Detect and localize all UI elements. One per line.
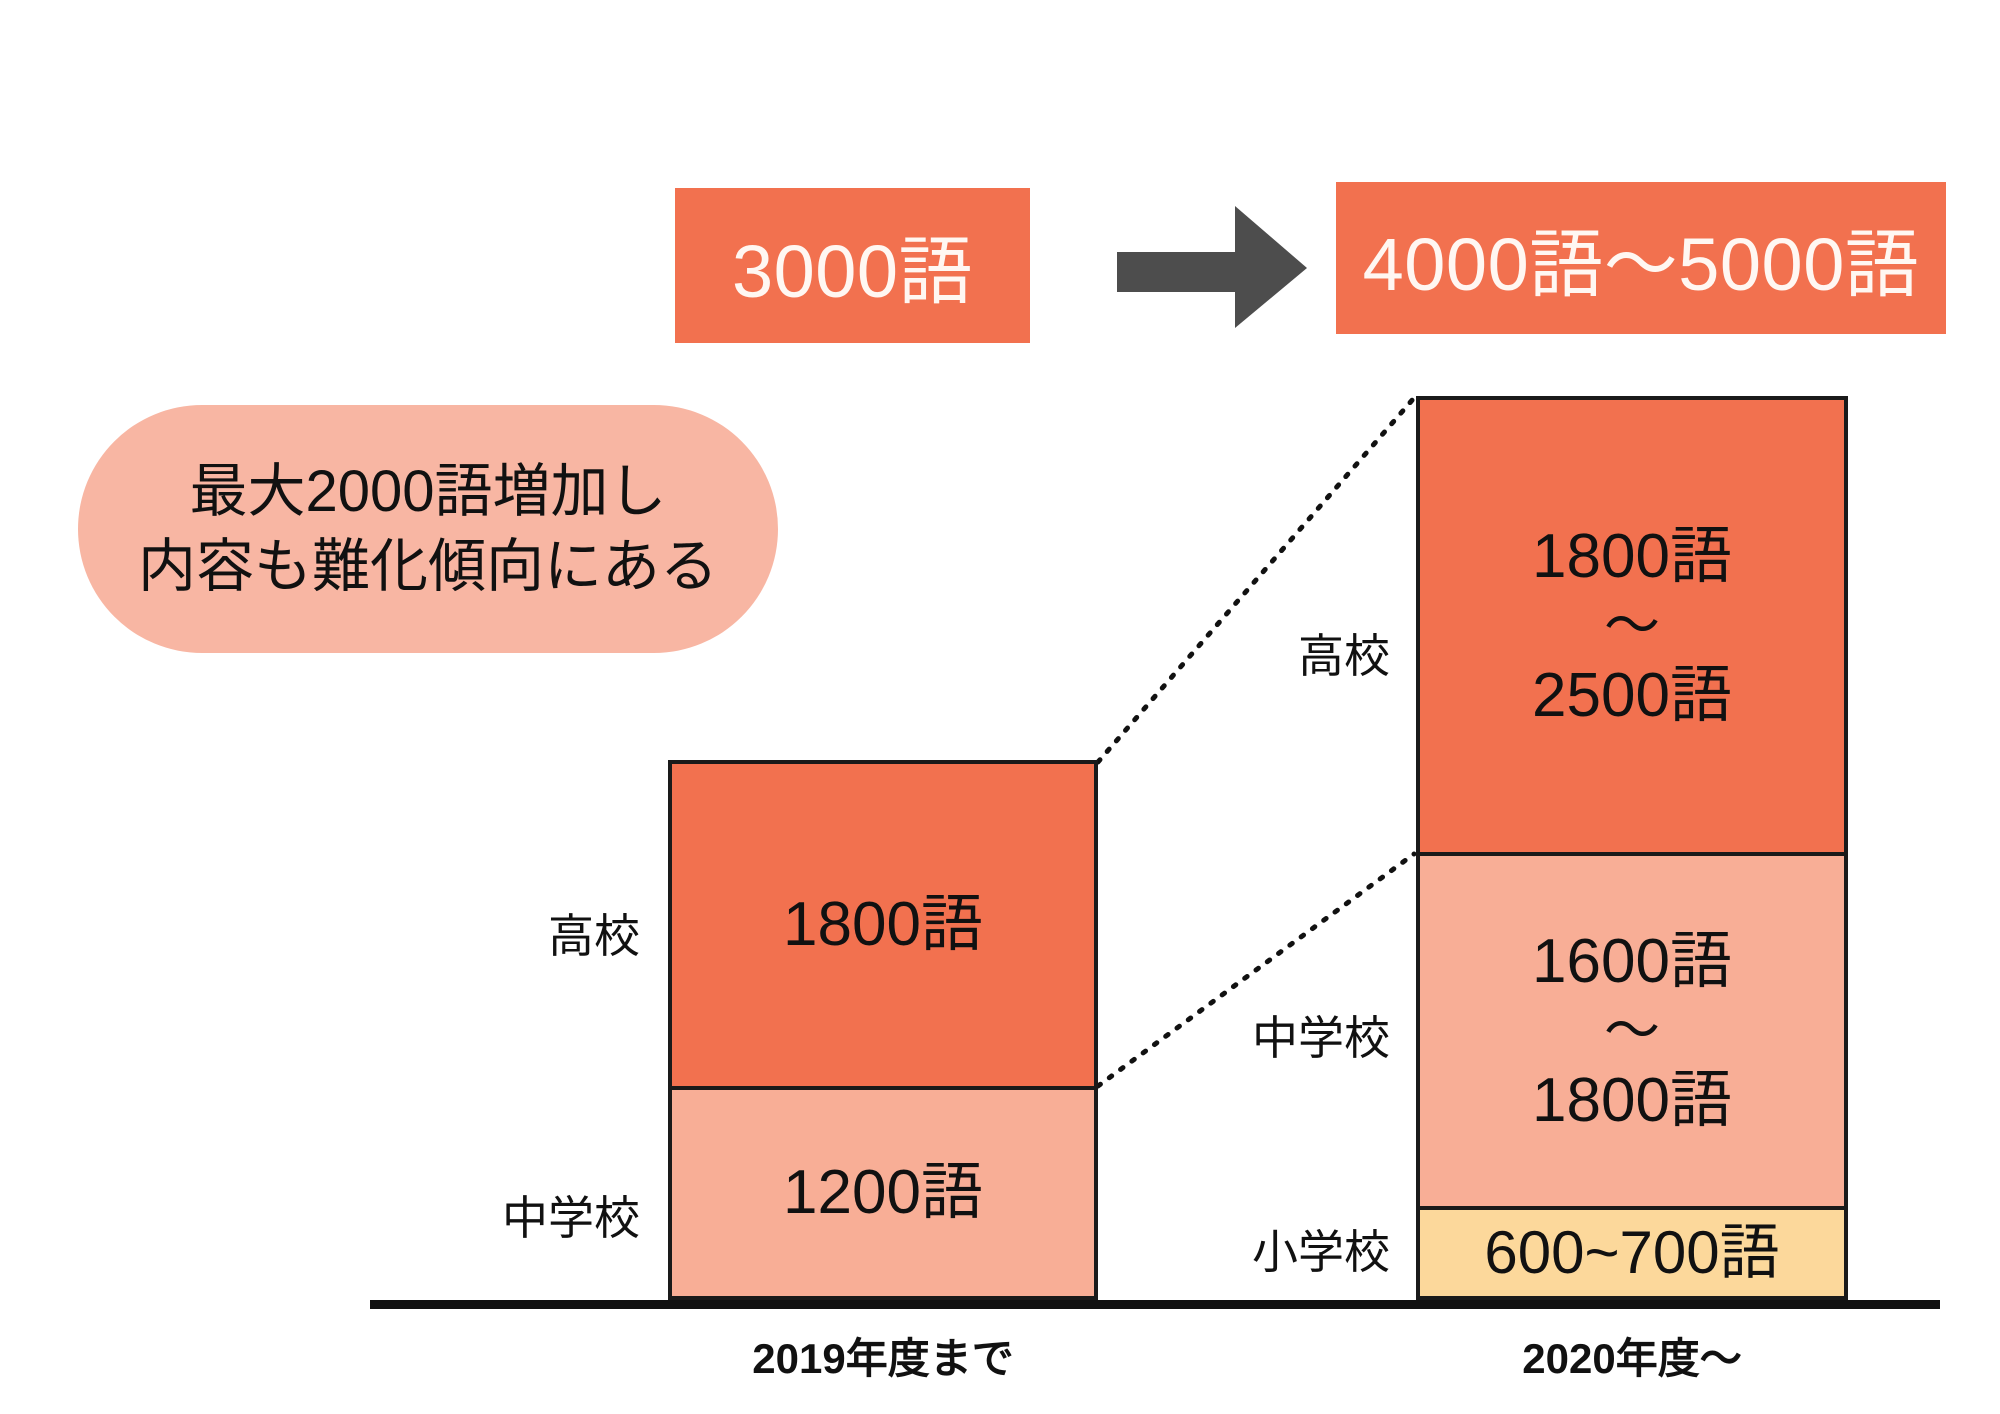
- total-after-banner: 4000語〜5000語: [1336, 182, 1946, 334]
- segment-value: 600~700語: [1484, 1218, 1780, 1286]
- axis-baseline: [370, 1300, 1940, 1309]
- bar-group-2019: 1800語 1200語: [668, 760, 1098, 1300]
- callout-bubble: 最大2000語増加し 内容も難化傾向にある: [78, 405, 778, 653]
- bar-segment-junior-high-2019: 1200語: [668, 1086, 1098, 1300]
- series-label-high-school-2019: 高校: [548, 910, 640, 962]
- segment-value: 1200語: [783, 1158, 983, 1228]
- bar-segment-junior-high-2020: 1600語 〜 1800語: [1416, 852, 1848, 1210]
- bar-segment-high-school-2019: 1800語: [668, 760, 1098, 1090]
- series-label-junior-high-2020: 中学校: [1252, 1012, 1390, 1064]
- segment-value: 1800語: [783, 890, 983, 960]
- series-label-elementary-2020: 小学校: [1252, 1226, 1390, 1278]
- callout-line-2: 内容も難化傾向にある: [137, 534, 718, 599]
- total-after-label: 4000語〜5000語: [1362, 222, 1920, 306]
- callout-line-1: 最大2000語増加し: [189, 458, 667, 524]
- segment-value-max: 1800語: [1532, 1066, 1732, 1136]
- segment-value-max: 2500語: [1532, 661, 1732, 731]
- axis-caption-2020: 2020年度〜: [1522, 1335, 1742, 1382]
- axis-caption-2019: 2019年度まで: [752, 1335, 1014, 1382]
- segment-range-tilde: 〜: [1604, 593, 1660, 657]
- right-arrow-icon: [1117, 200, 1307, 330]
- segment-value-min: 1600語: [1532, 926, 1732, 996]
- series-label-high-school-2020: 高校: [1298, 630, 1390, 682]
- bar-group-2020: 1800語 〜 2500語 1600語 〜 1800語 600~700語: [1416, 396, 1848, 1300]
- segment-value-min: 1800語: [1532, 521, 1732, 591]
- total-before-label: 3000語: [731, 230, 974, 313]
- series-label-junior-high-2019: 中学校: [502, 1192, 640, 1244]
- bar-segment-high-school-2020: 1800語 〜 2500語: [1416, 396, 1848, 856]
- segment-range-tilde: 〜: [1604, 998, 1660, 1062]
- total-before-banner: 3000語: [675, 188, 1030, 343]
- bar-segment-elementary-2020: 600~700語: [1416, 1206, 1848, 1300]
